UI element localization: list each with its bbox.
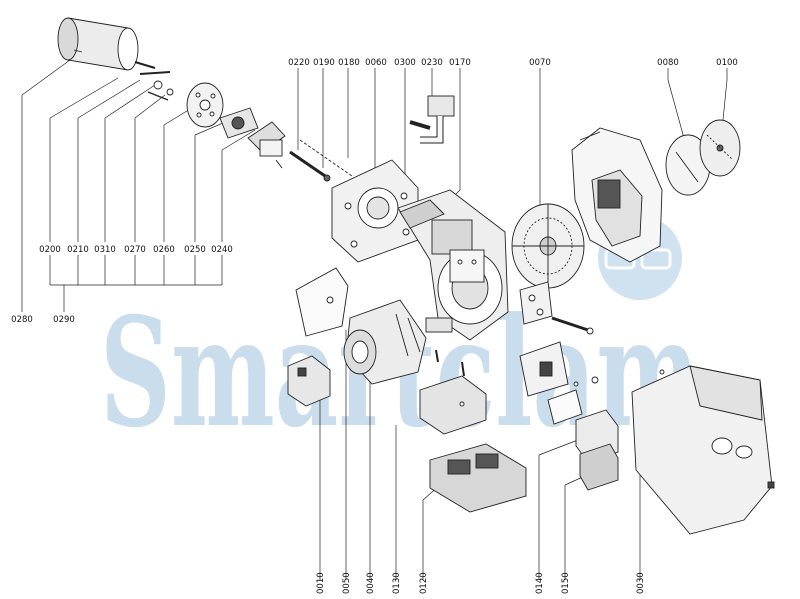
label-top-5: 0230 xyxy=(421,58,443,68)
part-connector-0130 xyxy=(419,361,487,435)
part-pipe-0230 xyxy=(409,95,455,144)
part-fan-housing xyxy=(571,127,663,263)
part-plate-0080 xyxy=(665,134,711,196)
label-bottom-0: 0010 xyxy=(316,572,326,594)
label-left-3: 0270 xyxy=(124,245,146,255)
label-left-5: 0250 xyxy=(184,245,206,255)
part-mount-plate xyxy=(519,281,594,335)
part-bracket xyxy=(519,341,599,425)
part-cover-0030 xyxy=(631,365,775,535)
label-top-1: 0190 xyxy=(313,58,335,68)
part-flange-0060 xyxy=(331,159,419,263)
label-top-2: 0180 xyxy=(338,58,360,68)
label-side-0: 0280 xyxy=(11,315,33,325)
part-fan-wheel-0070 xyxy=(511,203,585,289)
label-left-6: 0240 xyxy=(211,245,233,255)
part-control-box-0120 xyxy=(429,443,527,513)
label-top-0: 0220 xyxy=(288,58,310,68)
label-side-1: 0290 xyxy=(53,315,75,325)
label-bottom-6: 0150 xyxy=(561,572,571,594)
label-top-3: 0060 xyxy=(365,58,387,68)
part-housing-0300 xyxy=(397,189,509,341)
leader-lines xyxy=(21,59,728,580)
label-top-9: 0100 xyxy=(716,58,738,68)
part-disc-0100 xyxy=(699,119,741,177)
label-bottom-3: 0130 xyxy=(392,572,402,594)
label-top-4: 0300 xyxy=(394,58,416,68)
part-cap-0010 xyxy=(287,355,331,407)
part-rod-0220 xyxy=(289,139,353,182)
label-top-8: 0080 xyxy=(657,58,679,68)
part-ignition-0140 xyxy=(575,409,619,491)
label-bottom-5: 0140 xyxy=(535,572,545,594)
label-bottom-1: 0050 xyxy=(342,572,352,594)
part-gasket xyxy=(295,267,349,337)
label-top-6: 0170 xyxy=(449,58,471,68)
part-diffuser-0250 xyxy=(219,107,259,139)
parts xyxy=(57,17,775,535)
part-motor-0040 xyxy=(343,299,439,385)
part-cylinder-0280 xyxy=(57,17,139,71)
part-nozzle-holder-0240 xyxy=(247,121,286,169)
label-left-0: 0200 xyxy=(39,245,61,255)
label-bottom-4: 0120 xyxy=(419,572,429,594)
part-disc-0260 xyxy=(186,82,224,128)
part-pins xyxy=(134,61,174,101)
label-left-1: 0210 xyxy=(67,245,89,255)
label-top-7: 0070 xyxy=(529,58,551,68)
label-left-2: 0310 xyxy=(94,245,116,255)
label-left-4: 0260 xyxy=(153,245,175,255)
label-bottom-7: 0030 xyxy=(636,572,646,594)
part-labels: 0220 0190 0180 0060 0300 0230 0170 0070 … xyxy=(11,58,738,594)
label-bottom-2: 0040 xyxy=(366,572,376,594)
